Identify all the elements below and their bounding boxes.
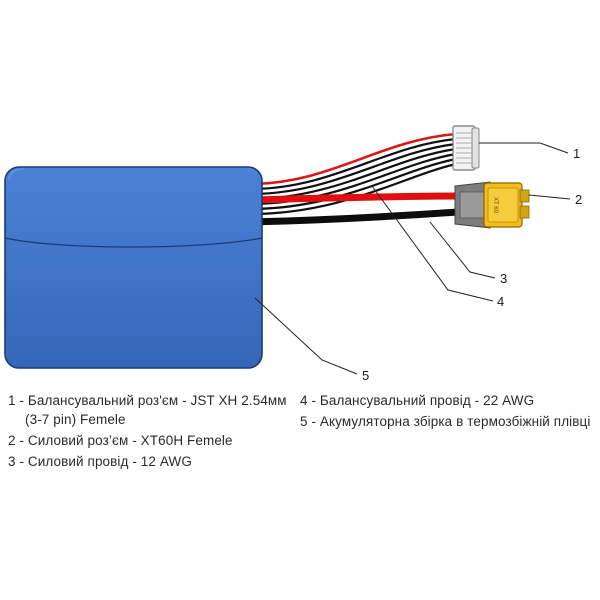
legend-item-1: 1 - Балансувальний роз'єм - JST XH 2.54м… (8, 391, 308, 429)
leader-3 (429, 221, 496, 279)
legend-right: 4 - Балансувальний провід - 22 AWG 5 - А… (300, 391, 600, 433)
leader-4 (371, 185, 494, 302)
legend-text: 1 - Балансувальний роз'єм - JST XH 2.54м… (8, 393, 287, 408)
legend-text: 2 - Силовий роз’єм - XT60H Femele (8, 433, 233, 448)
callouts: 1 2 3 4 5 (362, 146, 582, 383)
xt60-marking: XT 60 (492, 197, 498, 214)
callout-2: 2 (575, 192, 582, 207)
xt60-connector: XT 60 (454, 181, 530, 229)
callout-3: 3 (500, 271, 507, 286)
callout-4: 4 (497, 294, 504, 309)
leader-5 (254, 297, 358, 375)
power-wires (249, 192, 459, 226)
leader-lines (254, 142, 571, 375)
balance-wire (248, 157, 458, 211)
legend-item-5: 5 - Акумуляторна збірка в термозбіжній п… (300, 412, 600, 431)
balance-wire (248, 162, 458, 216)
balance-wire (248, 137, 458, 191)
callout-5: 5 (362, 368, 369, 383)
legend-text: 4 - Балансувальний провід - 22 AWG (300, 393, 535, 408)
legend-item-4: 4 - Балансувальний провід - 22 AWG (300, 391, 600, 410)
leader-1 (479, 142, 569, 154)
jst-xh-connector (452, 125, 480, 171)
power-wire-red (249, 192, 459, 204)
legend-text: 5 - Акумуляторна збірка в термозбіжній п… (300, 414, 591, 429)
legend-text-cont: (3-7 pin) Femele (25, 412, 126, 427)
leader-2 (528, 194, 571, 200)
power-wire-black (249, 208, 459, 226)
battery-pack (4, 166, 263, 369)
callout-1: 1 (573, 146, 580, 161)
legend-left: 1 - Балансувальний роз'єм - JST XH 2.54м… (8, 391, 308, 473)
legend-item-2: 2 - Силовий роз’єм - XT60H Femele (8, 431, 308, 450)
balance-wire (248, 142, 458, 196)
legend-text: 3 - Силовий провід - 12 AWG (8, 454, 192, 469)
balance-wire-red (248, 132, 458, 186)
legend-item-3: 3 - Силовий провід - 12 AWG (8, 452, 308, 471)
